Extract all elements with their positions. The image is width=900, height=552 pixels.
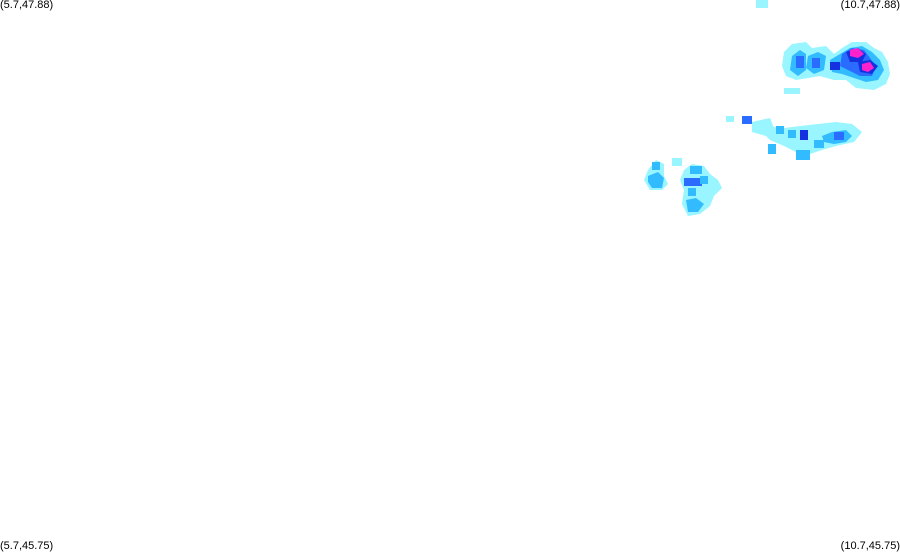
corner-coordinate-bottom-right: (10.7,45.75) xyxy=(840,540,900,552)
echo-cell-top xyxy=(756,0,768,8)
echo-cells-southwest xyxy=(644,158,722,216)
corner-coordinate-top-left: (5.7,47.88) xyxy=(0,0,54,11)
corner-coordinate-top-right: (10.7,47.88) xyxy=(840,0,900,11)
corner-coordinate-bottom-left: (5.7,45.75) xyxy=(0,540,54,552)
echo-band-middle xyxy=(726,116,862,160)
echo-cluster-northeast xyxy=(782,42,890,94)
